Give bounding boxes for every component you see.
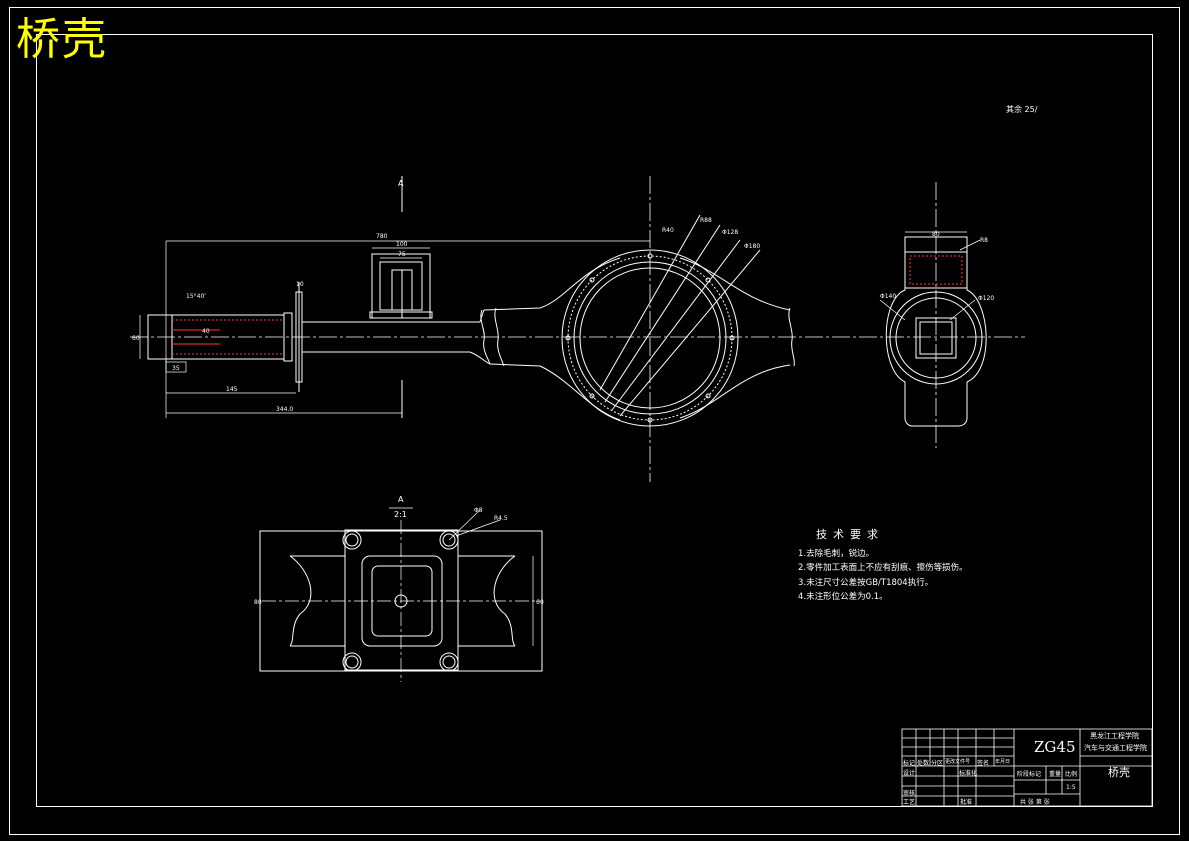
dimension-lines [139,240,650,418]
dim-r2: R88 [700,217,712,224]
axle-housing-front-view [130,176,1025,482]
dim-plate-h: 80 [254,599,262,606]
school-line2: 汽车与交通工程学院 [1084,744,1147,752]
dim-len-a: 145 [226,386,238,393]
roughness-note: 其余 25/ [1006,105,1038,114]
material-label: ZG45 [1034,738,1076,756]
tech-heading: 技术要求 [816,528,884,541]
dim-angle: 15°40' [186,293,206,300]
title-block-grid [901,728,1153,807]
dim-total-len: 780 [376,233,388,240]
section-scale: 2:1 [394,510,407,519]
tech-requirements: 技术要求 1.去除毛刺，锐边。 2.零件加工表面上不应有刮痕、擦伤等损伤。 3.… [798,528,968,605]
dim-dia-inner: 40 [202,328,210,335]
tech-item: 3.未注尺寸公差按GB/T1804执行。 [798,577,934,588]
dim-box-inner: 75 [398,251,406,258]
section-letter: A [398,495,404,504]
dim-r4: Φ180 [744,243,760,250]
section-view-a [259,507,543,682]
dim-plate-h2: 60 [536,599,544,606]
tb-sheets: 共 张 第 张 [1020,799,1050,806]
dim-small: 35 [172,365,180,372]
tb-weight: 重量 [1049,771,1062,778]
tech-item: 4.未注形位公差为0.1。 [798,592,888,602]
axle-housing-side-view [879,182,987,448]
dim-side-w: 80 [932,231,940,238]
drawing-title: 桥壳 [16,14,108,65]
tb-process: 工艺 [903,799,916,806]
tb-scale-value: 1:5 [1066,784,1076,791]
part-name: 桥壳 [1108,766,1130,779]
tb-design: 设计 [903,770,916,777]
dim-len-b: 344.0 [276,406,293,413]
tb-stage: 阶段标记 [1017,771,1042,778]
dim-box-w: 100 [396,241,408,248]
dim-r1: R40 [662,227,674,234]
tb-approve: 批准 [960,799,973,806]
tb-header-file: 更改文件号 [945,759,971,765]
dim-side-r: R8 [980,237,988,244]
dim-plate-hole: Φ8 [474,507,483,514]
dim-r3: Φ128 [722,229,738,236]
section-mark-top: A [398,179,404,188]
dim-plate-r: R4.5 [494,515,508,522]
inner-frame [36,34,1153,807]
tb-header-date: 年月日 [995,759,1011,765]
tb-scale-label: 比例 [1065,771,1078,778]
dim-dia-tube: 60 [132,335,140,342]
dim-flange: 10 [296,281,304,288]
outer-frame [9,7,1180,835]
dim-side-d2: Φ120 [978,295,994,302]
dim-side-d1: Φ140 [880,293,896,300]
tech-item: 1.去除毛刺，锐边。 [798,548,875,559]
tb-header-mark: 标记 [903,760,916,767]
tb-header-sign: 签名 [977,760,990,767]
tb-standard: 标准化 [959,770,978,777]
tech-item: 2.零件加工表面上不应有刮痕、擦伤等损伤。 [798,563,968,573]
school-line1: 黑龙江工程学院 [1090,732,1139,740]
tb-header-count: 处数 [917,760,930,767]
tb-header-zone: 分区 [931,760,944,767]
tb-review: 审核 [903,790,916,797]
